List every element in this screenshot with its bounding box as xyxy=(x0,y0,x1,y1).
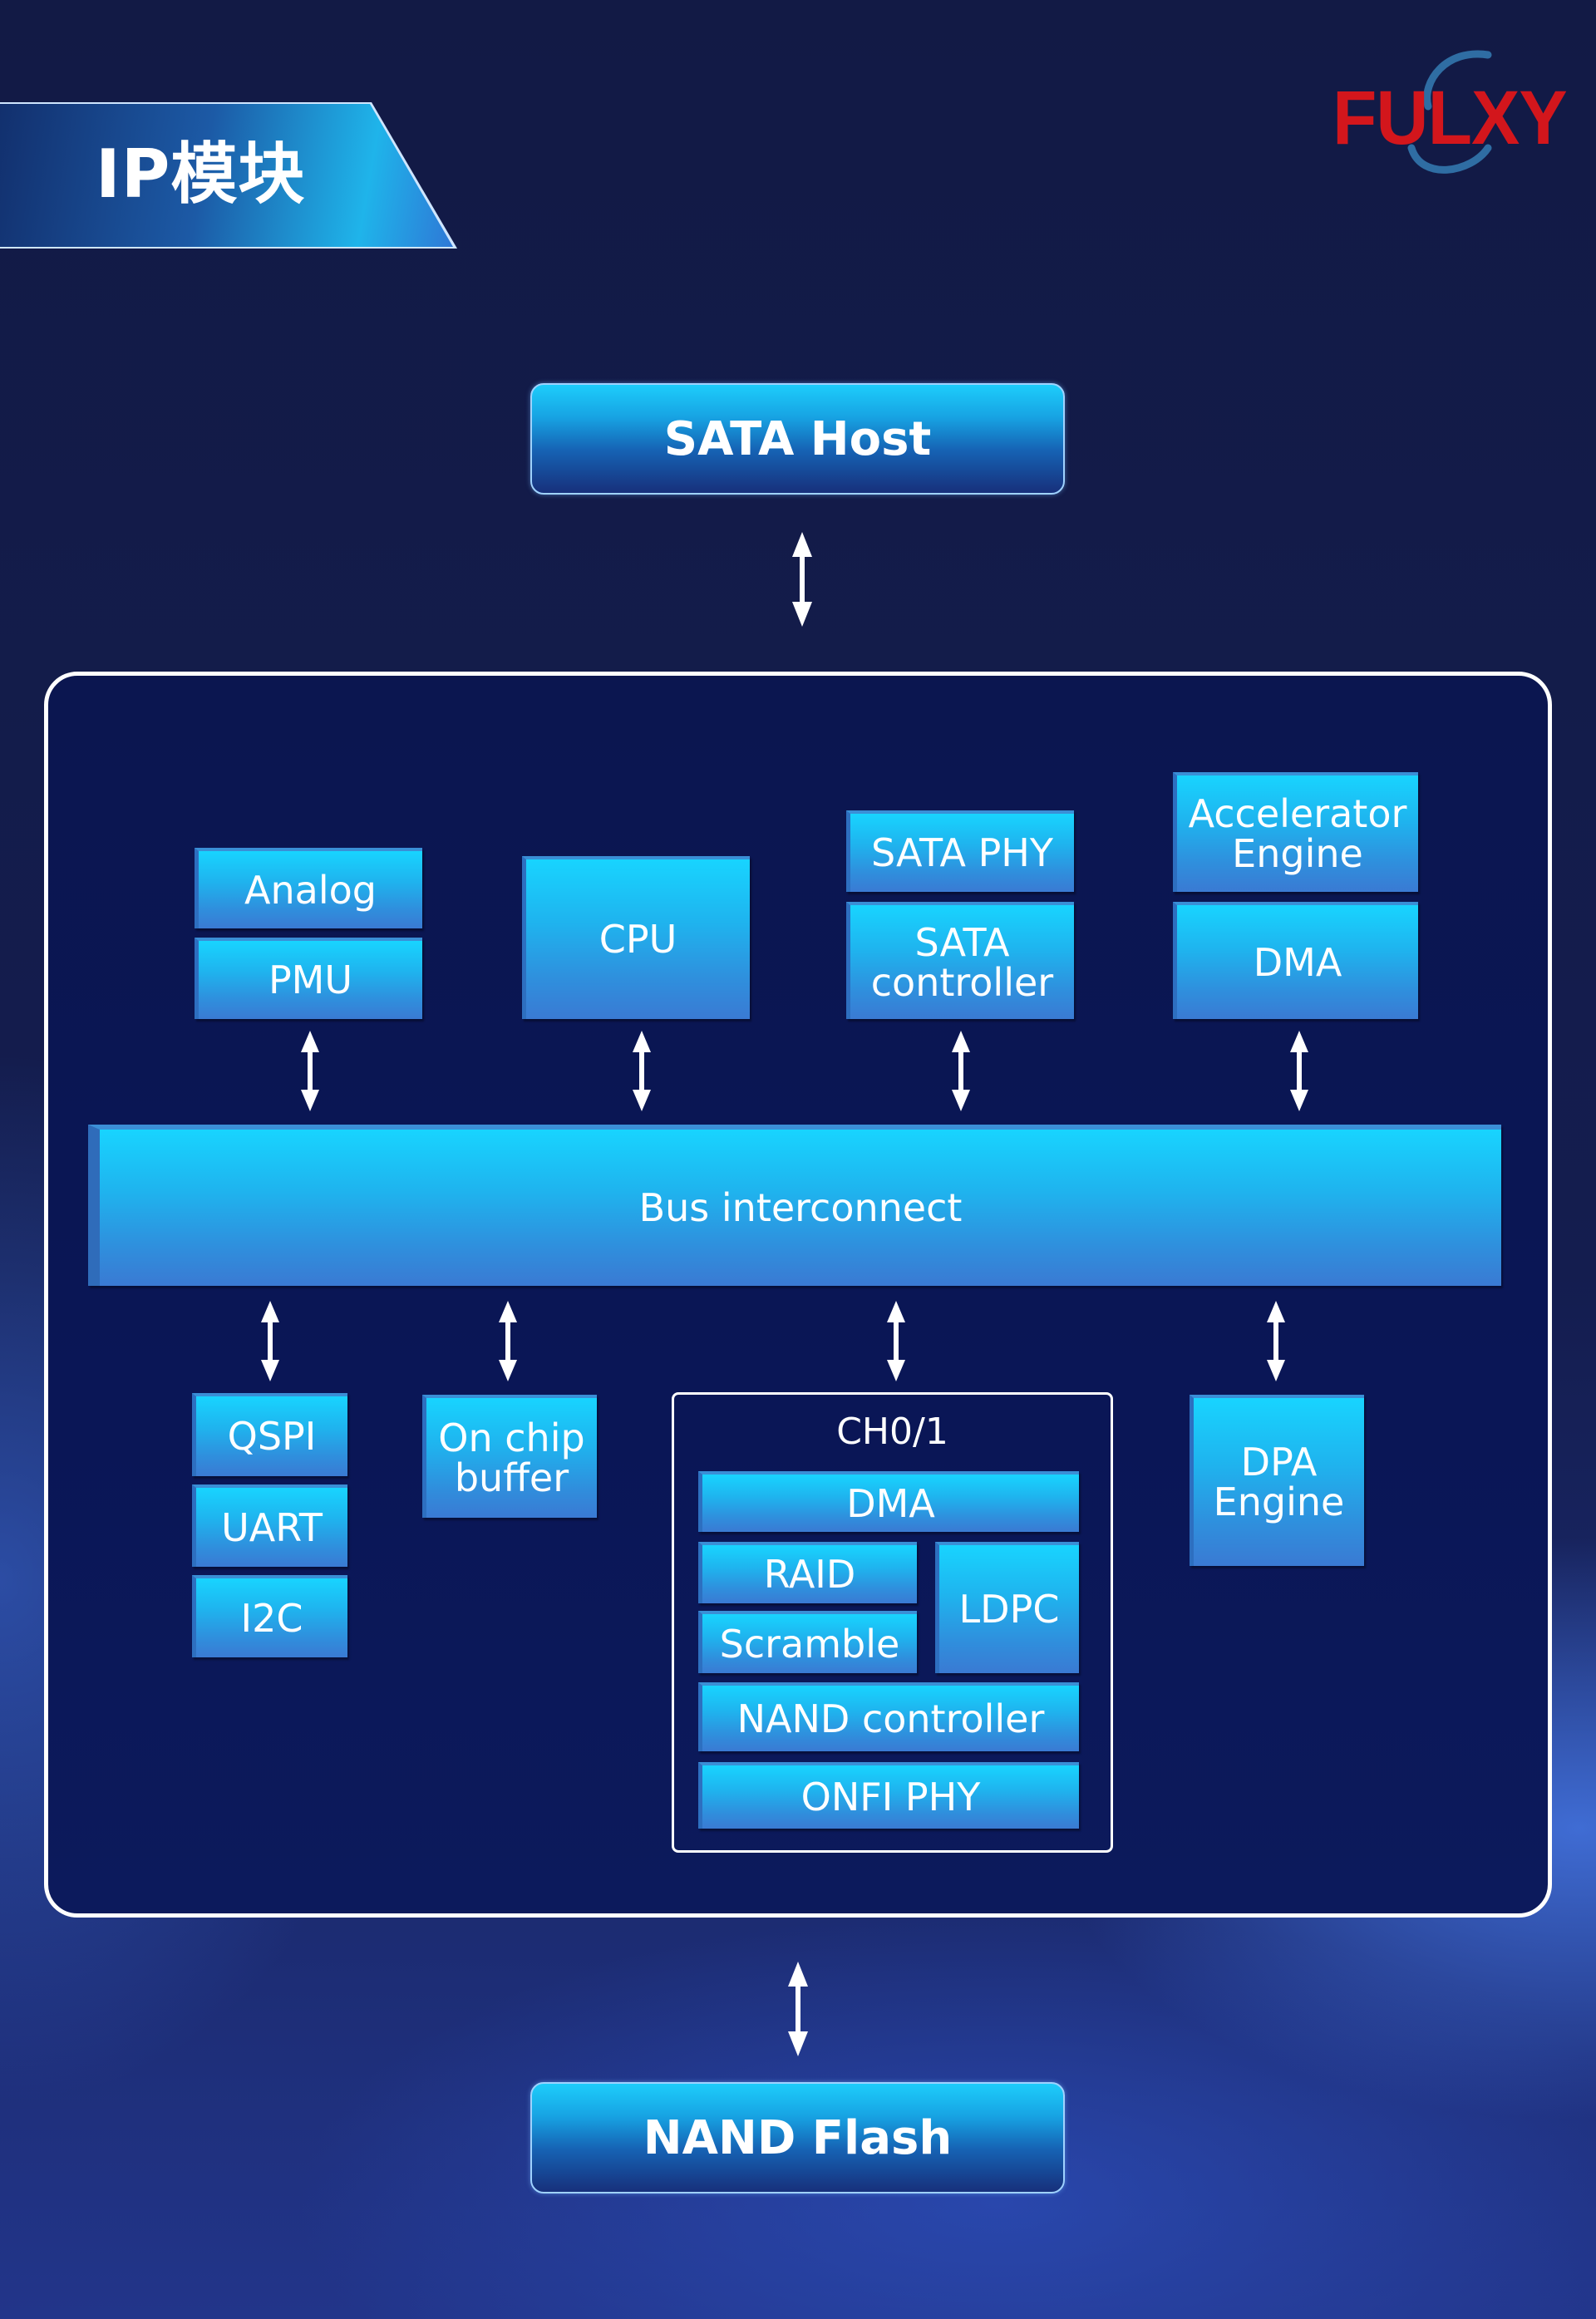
channel-dma-block: DMA xyxy=(698,1471,1079,1532)
raid-block: RAID xyxy=(698,1542,917,1603)
bidirectional-arrow-icon xyxy=(499,1301,517,1381)
nand-flash-label: NAND Flash xyxy=(643,2110,953,2165)
dpa-engine-block: DPA Engine xyxy=(1190,1395,1364,1566)
company-logo: FULXY xyxy=(1332,76,1568,160)
accelerator-engine-label: Accelerator Engine xyxy=(1188,791,1407,876)
sata-host-block: SATA Host xyxy=(530,383,1065,495)
nand-controller-label: NAND controller xyxy=(736,1696,1045,1741)
sata-controller-block: SATA controller xyxy=(846,902,1074,1019)
page-title: IP模块 xyxy=(96,135,306,213)
cpu-label: CPU xyxy=(598,917,677,962)
bidirectional-arrow-icon xyxy=(1290,1031,1308,1111)
sata-controller-label: SATA controller xyxy=(870,919,1054,1005)
title-banner xyxy=(0,104,453,247)
raid-label: RAID xyxy=(763,1552,856,1597)
pmu-block: PMU xyxy=(195,938,422,1019)
nand-controller-block: NAND controller xyxy=(698,1682,1079,1751)
logo-swoosh-icon xyxy=(1407,50,1492,174)
sata-phy-label: SATA PHY xyxy=(871,830,1053,875)
scramble-block: Scramble xyxy=(698,1611,917,1673)
channel-dma-label: DMA xyxy=(846,1480,935,1526)
bidirectional-arrow-icon xyxy=(261,1301,279,1381)
pmu-label: PMU xyxy=(268,958,353,1002)
bus-interconnect-label: Bus interconnect xyxy=(638,1185,963,1230)
bidirectional-arrow-icon xyxy=(952,1031,970,1111)
cpu-block: CPU xyxy=(522,856,750,1019)
bidirectional-arrow-icon xyxy=(301,1031,319,1111)
analog-block: Analog xyxy=(195,848,422,928)
channel-title: CH0/1 xyxy=(836,1411,948,1453)
qspi-block: QSPI xyxy=(192,1393,347,1476)
uart-block: UART xyxy=(192,1484,347,1567)
qspi-label: QSPI xyxy=(227,1414,317,1459)
i2c-block: I2C xyxy=(192,1575,347,1657)
dma-label: DMA xyxy=(1253,939,1342,985)
dpa-engine-label: DPA Engine xyxy=(1213,1440,1345,1524)
bidirectional-arrow-icon xyxy=(633,1031,651,1111)
bus-interconnect: Bus interconnect xyxy=(88,1125,1501,1286)
on-chip-buffer-block: On chip buffer xyxy=(422,1395,597,1518)
bidirectional-arrow-icon xyxy=(792,532,812,627)
ldpc-label: LDPC xyxy=(958,1587,1060,1632)
bidirectional-arrow-icon xyxy=(788,1962,808,2056)
on-chip-buffer-label: On chip buffer xyxy=(438,1416,585,1500)
sata-host-label: SATA Host xyxy=(663,411,932,466)
accelerator-engine-block: Accelerator Engine xyxy=(1173,772,1418,892)
channel-group xyxy=(672,1392,1113,1853)
nand-flash-block: NAND Flash xyxy=(530,2082,1065,2193)
sata-phy-block: SATA PHY xyxy=(846,810,1074,892)
uart-label: UART xyxy=(221,1504,323,1550)
bidirectional-arrow-icon xyxy=(1267,1301,1285,1381)
ldpc-block: LDPC xyxy=(935,1542,1079,1673)
scramble-label: Scramble xyxy=(719,1621,900,1667)
onfi-phy-label: ONFI PHY xyxy=(800,1775,981,1819)
dma-block: DMA xyxy=(1173,902,1418,1019)
onfi-phy-block: ONFI PHY xyxy=(698,1762,1079,1829)
i2c-label: I2C xyxy=(240,1595,303,1641)
analog-label: Analog xyxy=(244,867,377,913)
bidirectional-arrow-icon xyxy=(887,1301,905,1381)
